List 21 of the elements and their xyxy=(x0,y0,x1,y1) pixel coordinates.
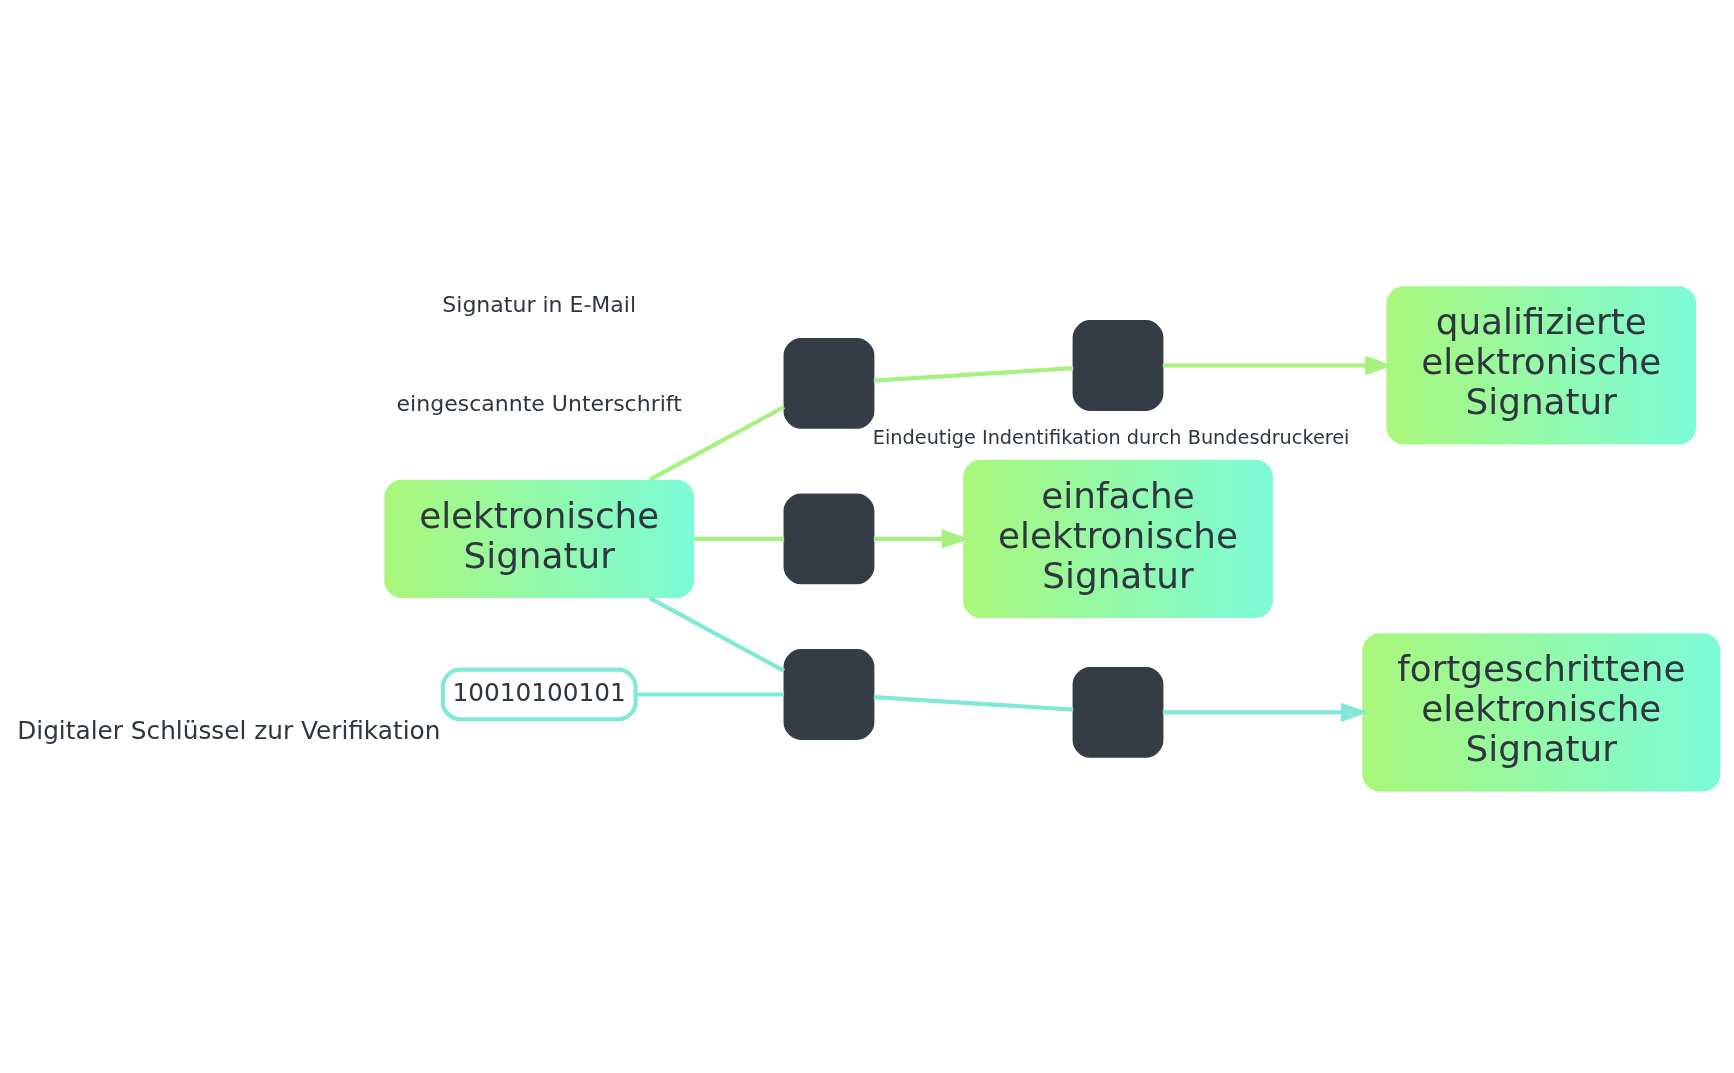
connector xyxy=(635,692,784,697)
connector xyxy=(648,596,785,673)
node-box xyxy=(783,649,874,740)
connector xyxy=(873,695,1073,712)
node-box xyxy=(1072,320,1163,411)
node-label: Digitaler Schlüssel zur Verifikation xyxy=(16,716,440,746)
node-label: Eindeutige Indentifikation durch Bundesdruckerei xyxy=(872,425,1349,449)
label: eingescannte Unterschrift xyxy=(396,390,682,416)
connector xyxy=(648,405,785,482)
node-box: qualifizierte elektronische Signatur xyxy=(1385,286,1696,445)
connector xyxy=(873,366,1073,383)
arrow xyxy=(1162,702,1369,722)
node-box: 10010100101 xyxy=(440,667,638,722)
node-box xyxy=(783,337,874,429)
node-box xyxy=(1072,666,1163,758)
connector xyxy=(693,536,784,541)
node-box: einfache elektronische Signatur xyxy=(962,459,1273,619)
node-box: elektronische Signatur xyxy=(383,479,694,599)
label: Signatur in E-Mail xyxy=(441,291,636,317)
node-box: fortgeschrittene elektronische Signatur xyxy=(1361,633,1720,792)
node-box xyxy=(783,493,874,585)
